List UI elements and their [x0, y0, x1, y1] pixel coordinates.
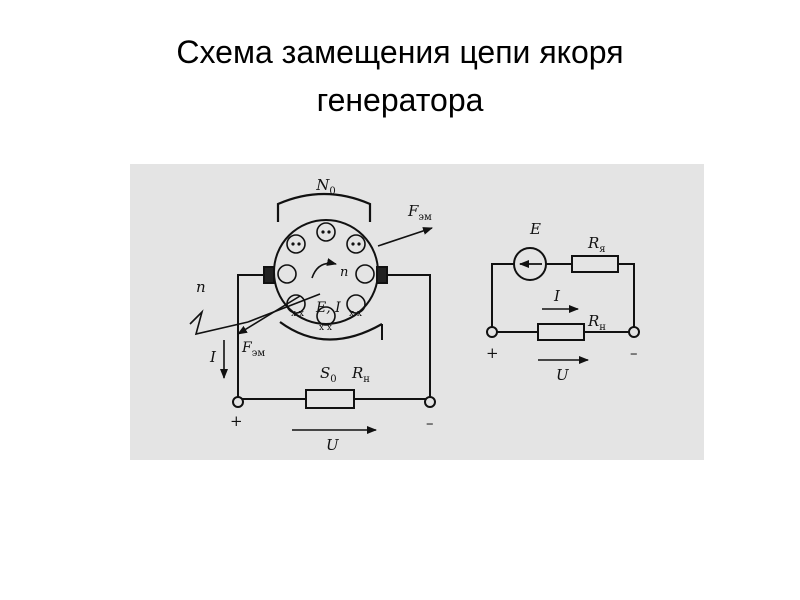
- circuit-figure: N0 Fэм n E, I n Fэм I S0 Rн + – U x x x …: [130, 164, 704, 460]
- left-wire: [237, 274, 264, 399]
- right-wire: [387, 274, 431, 399]
- equivalent-labels: E Rя I Rн + – U: [486, 220, 638, 384]
- label-N0: N0: [315, 176, 336, 197]
- force-arrow-upper: [377, 227, 433, 247]
- label-n-inside: n: [340, 265, 348, 280]
- right-brush: [376, 266, 388, 284]
- label-Fem-lower: Fэм: [241, 340, 265, 359]
- north-pole-shoe: [276, 192, 372, 222]
- eq-left-wire: [491, 263, 514, 332]
- cross-mark-1: x x: [291, 309, 304, 319]
- label-minus: –: [426, 414, 434, 432]
- label-plus: +: [230, 412, 243, 430]
- label-eq-Rn: Rн: [587, 312, 606, 333]
- label-E-I: E, I: [315, 300, 341, 316]
- circuit-svg: N0 Fэм n E, I n Fэм I S0 Rн + – U x x x …: [189, 176, 640, 454]
- label-eq-I: I: [553, 287, 561, 305]
- label-U: U: [326, 436, 340, 454]
- label-eq-minus: –: [630, 344, 638, 362]
- eq-load-resistor: [537, 323, 585, 341]
- shaft-zigzag: [189, 309, 249, 336]
- force-arrow-lower: [237, 295, 301, 335]
- label-eq-plus: +: [486, 344, 499, 362]
- cross-mark-3: x x: [349, 309, 362, 319]
- label-Rn: Rн: [351, 364, 370, 385]
- rotation-arc: [311, 258, 337, 279]
- label-S0: S0: [320, 364, 337, 385]
- minus-terminal: [424, 396, 436, 408]
- eq-plus-terminal: [486, 326, 498, 338]
- eq-minus-terminal: [628, 326, 640, 338]
- slide-title: Схема замещения цепи якоря генератора: [60, 28, 740, 124]
- cross-mark-2: x x: [319, 323, 332, 333]
- title-line-2: генератора: [316, 82, 484, 118]
- load-resistor: [305, 389, 355, 409]
- label-Rya: Rя: [587, 234, 606, 255]
- south-pole-shoe: [279, 321, 383, 341]
- label-n-outside: n: [196, 278, 206, 296]
- label-eq-U: U: [556, 366, 570, 384]
- shaft-line: [247, 293, 321, 323]
- eq-right-wire: [618, 263, 635, 332]
- generator-labels: N0 Fэм n E, I n Fэм I S0 Rн + – U x x x …: [196, 176, 434, 454]
- label-Fem-upper: Fэм: [407, 202, 432, 223]
- label-E: E: [529, 220, 541, 238]
- conductor-dots: [291, 230, 361, 246]
- label-I: I: [209, 348, 217, 366]
- plus-terminal: [232, 396, 244, 408]
- armature-resistor: [571, 255, 619, 273]
- title-line-1: Схема замещения цепи якоря: [176, 34, 624, 70]
- left-brush: [263, 266, 275, 284]
- equivalent-circuit: [486, 247, 640, 364]
- generator-diagram: [189, 192, 436, 434]
